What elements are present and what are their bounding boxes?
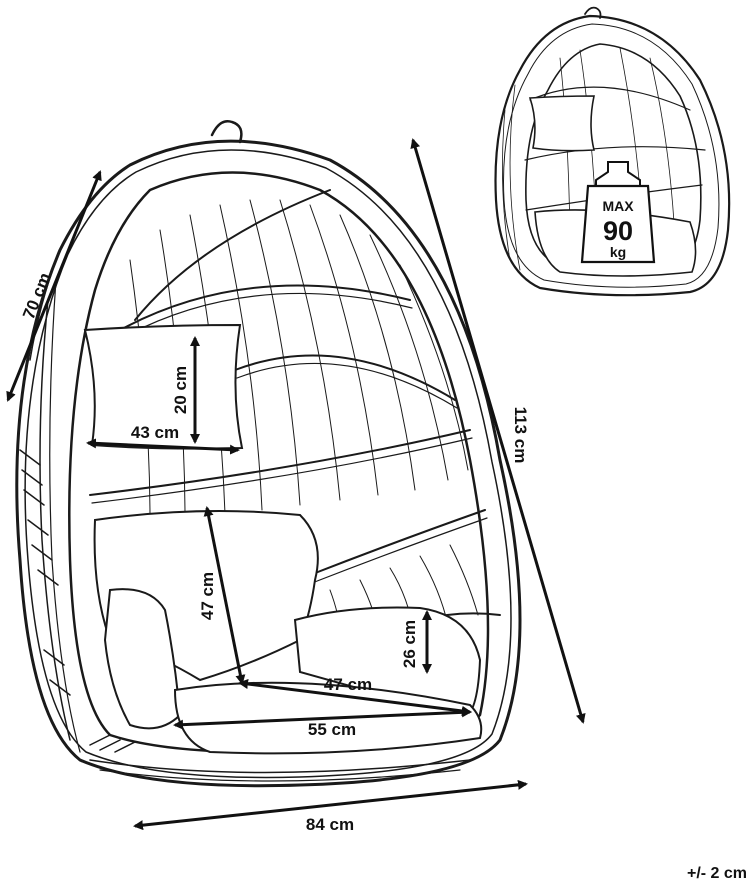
pillow-height-label: 20 cm	[171, 366, 190, 414]
max-load-weight-icon: MAX 90 kg	[580, 161, 656, 264]
depth-arrow	[6, 170, 102, 402]
height-label: 113 cm	[511, 407, 530, 464]
small-back-pillow	[528, 95, 596, 152]
max-load-unit: kg	[610, 244, 626, 260]
height-arrow	[410, 138, 586, 724]
seat-depth-arrow	[238, 679, 472, 716]
width-arrow	[133, 779, 528, 831]
tolerance-note: +/- 2 cm	[686, 865, 747, 882]
backrest-height-label: 47 cm	[198, 572, 217, 620]
pillow-width-arrow	[86, 438, 240, 455]
seat-depth-label: 47 cm	[324, 675, 372, 694]
width-label: 84 cm	[306, 815, 354, 834]
back-pillow	[83, 323, 244, 450]
seat-width-label: 55 cm	[308, 720, 356, 739]
armrest-height-label: 26 cm	[400, 620, 419, 668]
backrest-height-arrow	[203, 506, 246, 685]
dimension-arrows	[6, 138, 586, 831]
max-load-top-label: MAX	[602, 198, 634, 214]
pillow-width-label: 43 cm	[131, 423, 179, 442]
max-load-value: 90	[603, 216, 633, 246]
seat-width-arrow	[173, 707, 472, 730]
